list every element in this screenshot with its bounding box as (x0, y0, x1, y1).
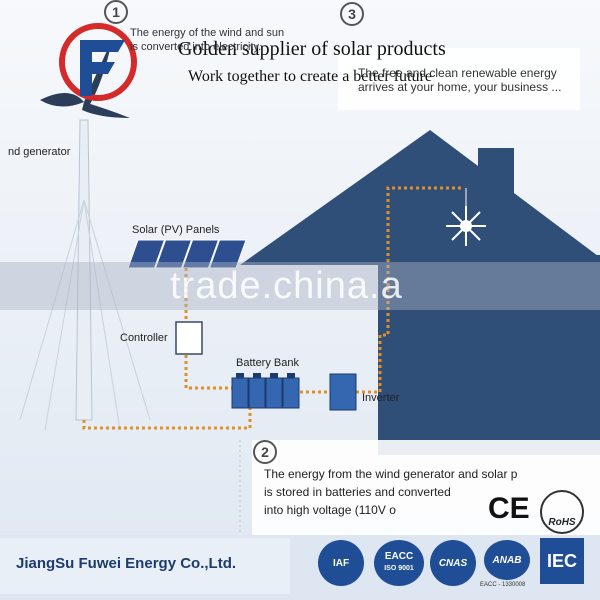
anab-badge-icon: ANAB (484, 540, 530, 580)
company-name: JiangSu Fuwei Energy Co.,Ltd. (16, 555, 237, 572)
energy-wires (82, 186, 462, 430)
ce-mark-icon: CE (488, 492, 530, 525)
rohs-mark-icon: RoHS (540, 490, 584, 534)
battery-bank (231, 373, 300, 409)
inverter (329, 373, 357, 411)
step2-line2: is stored in batteries and converted (264, 485, 451, 499)
eacc-badge-icon: EACC ISO 9001 (374, 540, 424, 586)
battery-bank-label: Battery Bank (236, 357, 299, 369)
step3-line1: The free and clean renewable energy (358, 66, 557, 80)
step3-note: The free and clean renewable energy arri… (358, 66, 561, 94)
inverter-label: Inverter (362, 392, 400, 404)
controller (175, 321, 203, 355)
step3-line2: arrives at your home, your business ... (358, 80, 562, 94)
iec-badge-icon: IEC (540, 538, 584, 584)
step2-card (252, 440, 600, 540)
rohs-label: RoHS (548, 517, 576, 528)
anab-code: EACC - 1330008 (480, 582, 526, 588)
iec-label: IEC (546, 550, 577, 571)
solar-panels-label: Solar (PV) Panels (132, 224, 220, 236)
cnas-label: CNAS (438, 557, 468, 569)
house (240, 130, 600, 455)
iaf-label: IAF (332, 557, 350, 569)
wind-generator-label: nd generator (8, 146, 71, 158)
step1-line1: The energy of the wind and sun (130, 27, 285, 39)
step2-line3: into high voltage (110V o (264, 503, 396, 517)
cnas-badge-icon: CNAS (430, 540, 476, 586)
controller-label: Controller (120, 332, 168, 344)
light-bulb-icon (446, 188, 486, 246)
step2-number: 2 (253, 440, 277, 464)
step3-number: 3 (340, 2, 364, 26)
iaf-badge-icon: IAF (318, 540, 364, 586)
watermark-text: trade.china.a (170, 265, 403, 307)
subheadline: Work together to create a better future (188, 68, 432, 85)
step1-note: The energy of the wind and sun is conver… (130, 26, 284, 54)
company-logo (59, 23, 137, 101)
step2-line1: The energy from the wind generator and s… (264, 467, 518, 481)
step2-note: The energy from the wind generator and s… (264, 465, 517, 519)
solar-panels (127, 239, 247, 269)
headline: Golden supplier of solar products (178, 38, 446, 60)
step3-card (338, 48, 580, 110)
anab-label: ANAB (492, 554, 522, 566)
step1-line2: is converted into electricity. (130, 41, 262, 53)
watermark-band (0, 262, 600, 310)
step1-number: 1 (104, 0, 128, 24)
eacc-iso-label: ISO 9001 (384, 565, 414, 572)
eacc-label: EACC (384, 551, 414, 562)
